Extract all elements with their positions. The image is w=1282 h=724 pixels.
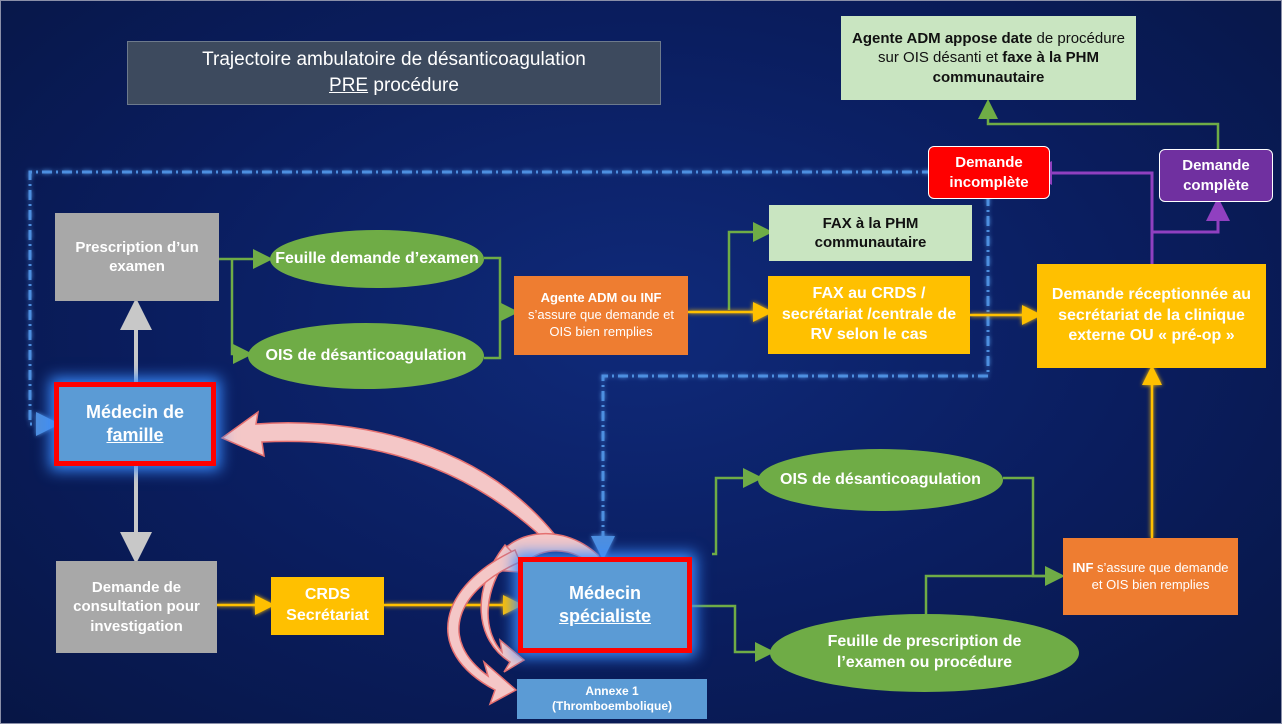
node-agente-appose-date: Agente ADM appose date de procédure sur … (841, 16, 1136, 100)
annexe-line1: Annexe 1 (585, 684, 639, 698)
purple-connectors (1028, 161, 1230, 264)
inf-text: s’assure que demande et OIS bien remplie… (1091, 559, 1229, 592)
medecin-famille-line1: Médecin de (85, 401, 185, 422)
node-fax-crds: FAX au CRDS / secrétariat /centrale de R… (768, 276, 970, 354)
node-prescription-examen: Prescription d’un examen (55, 213, 219, 301)
node-medecin-specialiste: Médecin spécialiste (518, 557, 692, 653)
title-line-1: Trajectoire ambulatoire de désanticoagul… (202, 49, 586, 71)
yellow-connectors (217, 302, 1162, 615)
node-feuille-demande-examen: Feuille demande d’examen (270, 230, 484, 288)
title-line-2: PRE procédure (329, 73, 459, 99)
node-demande-receptionnee: Demande réceptionnée au secrétariat de l… (1037, 264, 1266, 368)
curved-pink-arrows (220, 410, 601, 706)
node-medecin-famille: Médecin de famille (54, 382, 216, 466)
medecin-specialiste-line2: spécialiste (558, 606, 652, 626)
annexe-line2: (Thromboembolique) (552, 699, 672, 713)
title-pre-word: PRE (329, 75, 369, 96)
node-feuille-prescription: Feuille de prescription de l’examen ou p… (770, 614, 1079, 692)
agente-adm-inf-bold: Agente ADM ou INF (540, 290, 662, 306)
node-crds-secretariat: CRDS Secrétariat (271, 577, 384, 635)
node-demande-complete: Demande complète (1159, 149, 1273, 202)
node-annexe-1: Annexe 1 (Thromboembolique) (517, 679, 707, 719)
inf-bold: INF (1072, 559, 1094, 575)
appose-bold-2: faxe à la PHM communautaire (932, 49, 1099, 86)
node-ois-desanticoagulation-top: OIS de désanticoagulation (248, 323, 484, 389)
node-inf-assure: INF s’assure que demande et OIS bien rem… (1063, 538, 1238, 615)
diagram-title: Trajectoire ambulatoire de désanticoagul… (127, 41, 661, 105)
title-procedure-word: procédure (368, 75, 459, 96)
appose-bold-1: Agente ADM appose date (852, 29, 1033, 47)
medecin-famille-line2: famille (106, 425, 164, 445)
node-fax-phm: FAX à la PHM communautaire (769, 205, 972, 261)
appose-text-1: de procédure sur OIS désanti et (878, 29, 1125, 67)
node-demande-incomplete: Demande incomplète (928, 146, 1050, 199)
medecin-specialiste-line1: Médecin (568, 582, 642, 603)
agente-adm-inf-text: s’assure que demande et OIS bien remplie… (528, 307, 674, 339)
green-connectors (219, 99, 1220, 662)
node-demande-consultation: Demande de consultation pour investigati… (56, 561, 217, 653)
node-ois-desanticoagulation-bottom: OIS de désanticoagulation (758, 449, 1003, 511)
